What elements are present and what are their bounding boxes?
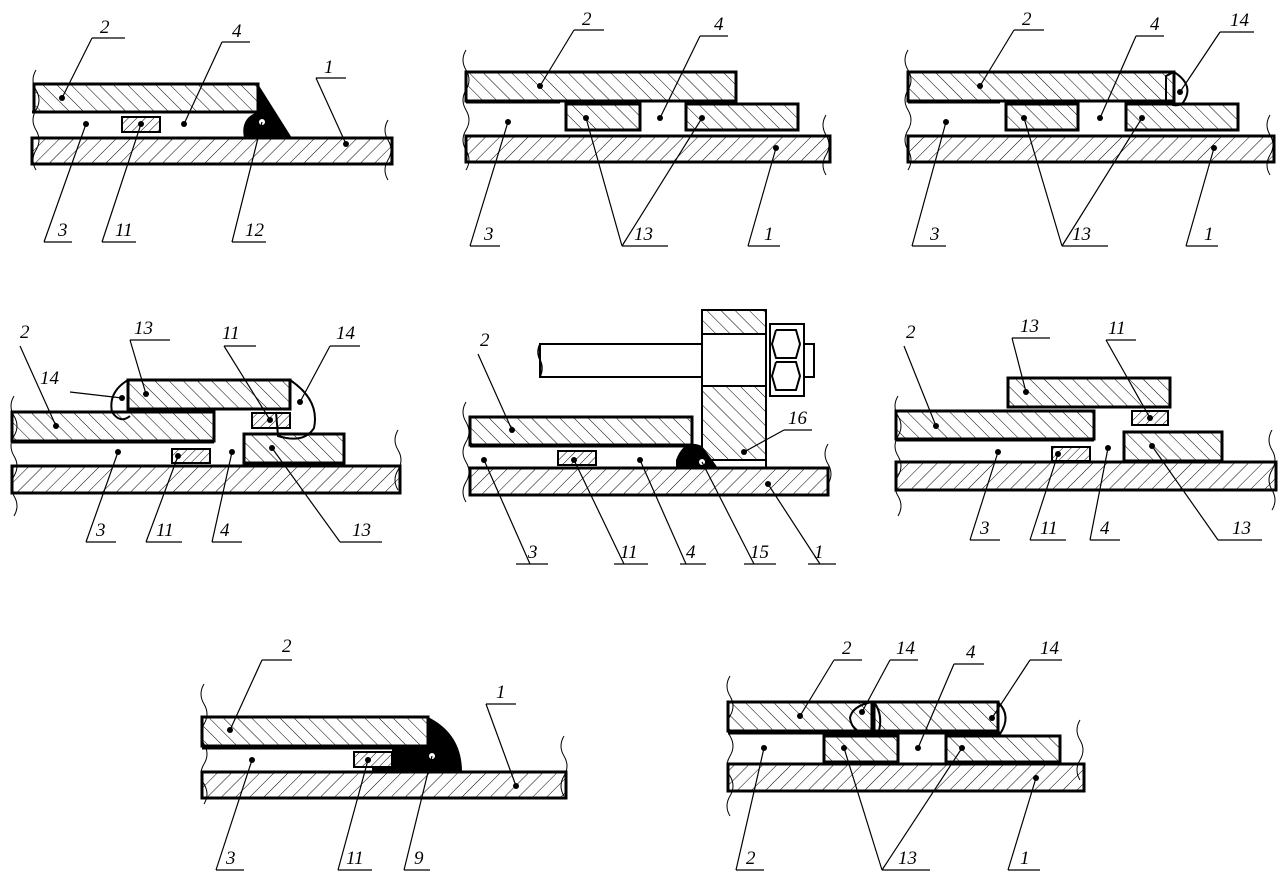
panel-7: 2 1 3 11 9: [200, 636, 568, 871]
label-4: 4: [1100, 518, 1110, 539]
panel-6: 2 13 11 3 11 4 13: [894, 316, 1278, 541]
label-11: 11: [115, 220, 133, 241]
label-11: 11: [222, 323, 240, 344]
panel-2: 2 4 3 13 1: [462, 9, 832, 247]
label-16: 16: [788, 408, 808, 429]
label-4: 4: [714, 14, 724, 35]
label-13: 13: [898, 848, 917, 869]
label-3: 3: [225, 848, 236, 869]
label-1: 1: [324, 57, 334, 78]
label-4: 4: [966, 642, 976, 663]
label-2: 2: [746, 848, 756, 869]
label-9: 9: [414, 848, 424, 869]
label-11: 11: [1108, 318, 1126, 339]
label-4: 4: [1150, 14, 1160, 35]
panel-4: 2 13 11 14 14 3 11 4 13: [10, 318, 402, 543]
label-14: 14: [336, 323, 356, 344]
label-2: 2: [906, 322, 916, 343]
label-14: 14: [896, 638, 916, 659]
label-3: 3: [95, 520, 106, 541]
label-1: 1: [496, 682, 506, 703]
label-11: 11: [346, 848, 364, 869]
label-2: 2: [20, 322, 30, 343]
label-3: 3: [527, 542, 538, 563]
label-15: 15: [750, 542, 769, 563]
panel-1: 2 4 1 3 11 12: [30, 17, 394, 243]
label-11: 11: [1040, 518, 1058, 539]
label-13: 13: [1232, 518, 1251, 539]
label-13: 13: [1072, 224, 1091, 245]
label-4: 4: [232, 21, 242, 42]
top-plate: [34, 84, 258, 112]
label-1: 1: [1020, 848, 1030, 869]
label-4: 4: [686, 542, 696, 563]
label-2: 2: [480, 330, 490, 351]
panel-5: 2 16 3 11 4 15 1: [462, 309, 836, 565]
label-3: 3: [979, 518, 990, 539]
panel-8: 2 14 4 14 2 13 1: [726, 638, 1086, 871]
label-4: 4: [220, 520, 230, 541]
label-2: 2: [582, 9, 592, 30]
label-13: 13: [634, 224, 653, 245]
label-12: 12: [245, 220, 265, 241]
label-1: 1: [1204, 224, 1214, 245]
label-2: 2: [1022, 9, 1032, 30]
label-2: 2: [842, 638, 852, 659]
label-13: 13: [352, 520, 371, 541]
label-3: 3: [483, 224, 494, 245]
label-11: 11: [156, 520, 174, 541]
label-14: 14: [40, 368, 60, 389]
label-13: 13: [134, 318, 153, 339]
base-plate: [32, 138, 392, 164]
panel-3: 2 4 14 3 13 1: [904, 9, 1276, 247]
label-1: 1: [814, 542, 824, 563]
label-3: 3: [929, 224, 940, 245]
label-11: 11: [620, 542, 638, 563]
label-1: 1: [764, 224, 774, 245]
label-2: 2: [100, 17, 110, 38]
label-14: 14: [1040, 638, 1060, 659]
label-2: 2: [282, 636, 292, 657]
label-13: 13: [1020, 316, 1039, 337]
label-3: 3: [57, 220, 68, 241]
label-14: 14: [1230, 10, 1250, 31]
fillet-weld: [243, 84, 292, 138]
